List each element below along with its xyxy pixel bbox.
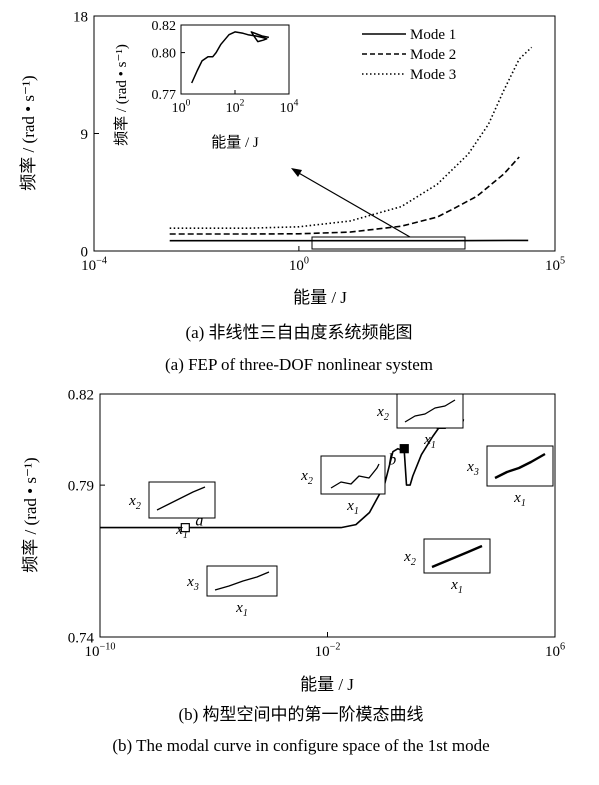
point-marker-b — [399, 444, 409, 454]
panel-a-caption-en: (a) FEP of three-DOF nonlinear system — [165, 355, 433, 374]
panel-b-configuration-insets: x2 x1 x3 x1 x2 x1 x2 x1 x3 x1 x2 x1 — [128, 393, 554, 619]
panel-b-x-label: 能量 / J — [300, 675, 354, 694]
configuration-y-label: x2 — [300, 468, 313, 487]
inset-y-tick-label: 0.82 — [152, 19, 177, 34]
configuration-trajectory — [494, 452, 546, 480]
panel-a-chart: 10−4 100 105 0 9 18 频率 / (rad • s⁻¹) 能量 / J M… — [19, 9, 565, 374]
configuration-inset: x2 x1 — [376, 393, 464, 451]
y-tick-label: 18 — [73, 9, 88, 25]
configuration-y-label: x3 — [186, 574, 199, 593]
inset-x-label: 能量 / J — [211, 134, 259, 151]
panel-a-series — [169, 46, 533, 242]
panel-b-y-label: 频率 / (rad • s⁻¹) — [21, 457, 40, 572]
configuration-inset-frame — [486, 445, 554, 487]
point-label-a: a — [195, 513, 203, 530]
series-line-mode-2 — [169, 156, 520, 235]
inset-series — [191, 31, 270, 84]
zoom-arrow-line — [296, 171, 411, 238]
configuration-trajectory — [156, 486, 206, 511]
x-tick-label: 10−4 — [81, 255, 107, 274]
configuration-trajectory — [330, 463, 380, 489]
configuration-trajectory — [404, 399, 456, 423]
panel-a-ticks: 10−4 100 105 0 9 18 — [73, 9, 565, 274]
configuration-x-label: x1 — [450, 577, 463, 596]
x-tick-label: 106 — [545, 641, 565, 660]
inset-y-tick-label: 0.80 — [152, 47, 177, 62]
configuration-y-label: x3 — [466, 459, 479, 478]
series-line-mode-3 — [169, 46, 533, 229]
panel-a-caption-cn: (a) 非线性三自由度系统频能图 — [185, 323, 412, 342]
configuration-trajectory — [214, 571, 270, 591]
y-tick-label: 0.74 — [68, 630, 95, 646]
panel-a-y-label: 频率 / (rad • s⁻¹) — [19, 75, 38, 190]
legend-label-mode-2: Mode 2 — [410, 47, 456, 63]
configuration-y-label: x2 — [376, 404, 389, 423]
y-tick-label: 0.82 — [68, 387, 94, 403]
panel-b-ticks: 10−10 10−2 106 0.82 0.79 0.74 — [68, 387, 565, 660]
panel-a-legend: Mode 1 Mode 2 Mode 3 — [362, 27, 456, 83]
series-line-mode-1 — [100, 423, 442, 529]
series-line-mode-1 — [191, 31, 270, 84]
configuration-x-label: x1 — [235, 600, 248, 619]
configuration-y-label: x2 — [403, 549, 416, 568]
panel-a-x-label: 能量 / J — [293, 288, 347, 307]
configuration-inset-frame — [320, 455, 386, 495]
configuration-trajectory — [431, 544, 483, 569]
x-tick-label: 100 — [289, 255, 309, 274]
configuration-x-label: x1 — [423, 432, 436, 451]
x-tick-label: 105 — [545, 255, 565, 274]
panel-a-zoom-box — [311, 236, 466, 250]
inset-ticks: 100 102 104 0.82 0.80 0.77 — [152, 19, 299, 116]
panel-b-caption-en: (b) The modal curve in configure space o… — [112, 736, 489, 755]
legend-label-mode-3: Mode 3 — [410, 67, 456, 83]
configuration-x-label: x1 — [175, 522, 188, 541]
legend-label-mode-1: Mode 1 — [410, 27, 456, 43]
y-tick-label: 9 — [81, 127, 89, 143]
configuration-x-label: x1 — [346, 498, 359, 517]
inset-x-tick-label: 102 — [226, 99, 245, 116]
inset-y-tick-label: 0.77 — [152, 88, 177, 103]
inset-x-tick-label: 104 — [280, 99, 299, 116]
panel-a-inset: 100 102 104 0.82 0.80 0.77 频率 / (rad • s⁻¹) 能… — [113, 19, 299, 151]
configuration-x-label: x1 — [513, 490, 526, 509]
configuration-inset: x2 x1 — [403, 538, 491, 596]
configuration-inset: x3 x1 — [186, 565, 278, 619]
point-marker-a — [180, 523, 190, 533]
x-tick-label: 10−2 — [315, 641, 341, 660]
configuration-inset: x3 x1 — [466, 445, 554, 509]
y-tick-label: 0 — [81, 244, 89, 260]
y-tick-label: 0.79 — [68, 478, 94, 494]
panel-b-caption-cn: (b) 构型空间中的第一阶模态曲线 — [178, 705, 423, 724]
panel-b-series — [100, 423, 442, 529]
x-tick-label: 10−10 — [85, 641, 116, 660]
inset-y-label: 频率 / (rad • s⁻¹) — [113, 44, 130, 146]
inset-plot-area — [180, 24, 290, 95]
configuration-y-label: x2 — [128, 493, 141, 512]
configuration-inset: x2 x1 — [300, 455, 386, 517]
point-label-b: b — [388, 452, 396, 469]
zoom-arrowhead — [291, 168, 302, 177]
configuration-inset: x2 x1 — [128, 481, 216, 541]
panel-a-plot-area — [93, 15, 556, 252]
inset-x-tick-label: 100 — [172, 99, 191, 116]
